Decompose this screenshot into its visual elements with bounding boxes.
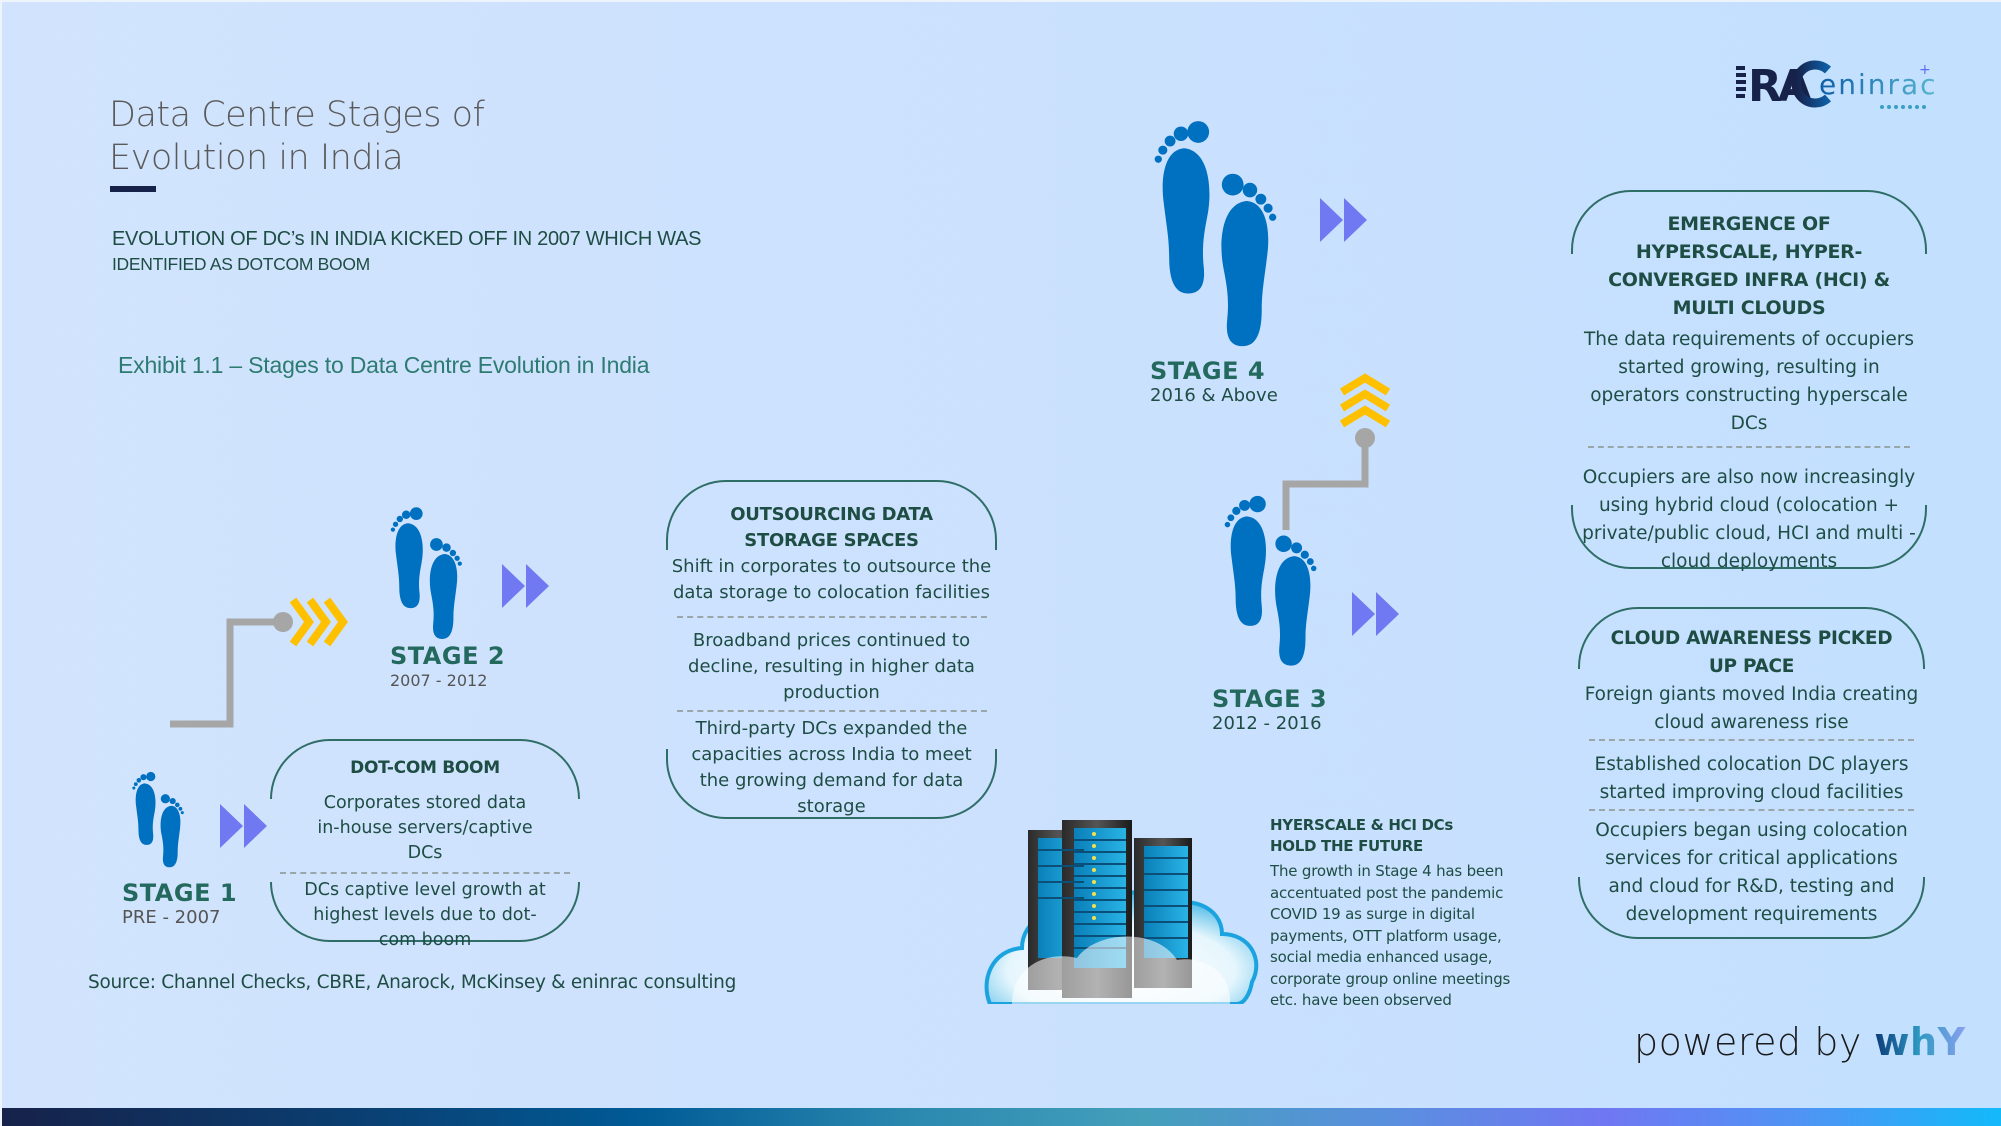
hyperscale-box: EMERGENCE OF HYPERSCALE, HYPER-CONVERGED… [1571, 190, 1927, 572]
stage-label: STAGE 3 [1212, 685, 1328, 713]
powered-by: powered by whY [1634, 1020, 1966, 1064]
box-heading: EMERGENCE OF HYPERSCALE, HYPER-CONVERGED… [1608, 213, 1890, 319]
stage-period: PRE - 2007 [122, 907, 221, 928]
svg-text:eninrac: eninrac [1819, 68, 1938, 101]
exhibit-caption: Exhibit 1.1 – Stages to Data Centre Evol… [118, 352, 650, 378]
box-point: Foreign giants moved India creating clou… [1584, 684, 1919, 733]
future-heading: HYERSCALE & HCI DCs HOLD THE FUTURE [1270, 816, 1454, 855]
fast-forward-icon [1352, 592, 1400, 636]
connector-stage3-stage4 [1272, 370, 1402, 532]
stage-3: STAGE 3 2012 - 2016 [1212, 685, 1327, 735]
subheading: EVOLUTION OF DC’s IN INDIA KICKED OFF IN… [112, 226, 752, 276]
step-line-icon [170, 597, 348, 728]
bottom-gradient-bar [2, 1108, 2001, 1126]
powered-by-text: powered by [1634, 1020, 1862, 1064]
box-point: Broadband prices continued to decline, r… [688, 630, 975, 703]
footprints-icon [380, 502, 478, 640]
fast-forward-icon [502, 564, 550, 608]
logo-mark-icon: RA eninrac + [1736, 60, 1938, 112]
outsourcing-box: OUTSOURCING DATA STORAGE SPACES Shift in… [666, 480, 997, 819]
box-point: Occupiers began using colocation service… [1595, 820, 1908, 925]
title-underline [110, 186, 156, 192]
box-point: Corporates stored data in-house servers/… [317, 793, 533, 863]
chevron-up-icon [1339, 373, 1391, 428]
box-heading: OUTSOURCING DATA STORAGE SPACES [730, 504, 933, 551]
footprints-icon [1210, 489, 1338, 667]
stage-period: 2007 - 2012 [390, 671, 488, 690]
eninrac-logo: RA eninrac + [1736, 58, 1951, 112]
fast-forward-icon [1320, 198, 1368, 242]
page-title: Data Centre Stages of Evolution in India [109, 94, 629, 180]
future-note: HYERSCALE & HCI DCs HOLD THE FUTURE The … [1270, 815, 1535, 1012]
stage-label: STAGE 2 [390, 642, 506, 670]
subheading-line-1: EVOLUTION OF DC’s IN INDIA KICKED OFF IN… [112, 228, 702, 250]
cloud-awareness-box: CLOUD AWARENESS PICKED UP PACE Foreign g… [1578, 607, 1925, 939]
stage-2: STAGE 2 2007 - 2012 [390, 642, 505, 692]
stage-label: STAGE 4 [1150, 357, 1266, 385]
title-line-2: Evolution in India [109, 138, 404, 178]
stage-period: 2016 & Above [1150, 385, 1278, 406]
server-cloud-illustration [982, 810, 1262, 1006]
source-note: Source: Channel Checks, CBRE, Anarock, M… [88, 972, 737, 993]
dotcom-boom-box: DOT-COM BOOM Corporates stored data in-h… [270, 739, 580, 950]
why-brand: whY [1874, 1020, 1966, 1064]
box-heading: DOT-COM BOOM [350, 758, 500, 778]
stage-period: 2012 - 2016 [1212, 713, 1322, 734]
box-point: Shift in corporates to outsource the dat… [671, 556, 992, 603]
box-heading: CLOUD AWARENESS PICKED UP PACE [1610, 628, 1893, 677]
box-point: The data requirements of occupiers start… [1583, 329, 1915, 434]
future-body: The growth in Stage 4 has been accentuat… [1270, 862, 1511, 1009]
box-point: Third-party DCs expanded the capacities … [691, 718, 972, 817]
box-point: Established colocation DC players starte… [1594, 754, 1909, 803]
fast-forward-icon [220, 804, 268, 848]
stage-4: STAGE 4 2016 & Above [1150, 357, 1278, 407]
stage-1: STAGE 1 PRE - 2007 [122, 879, 237, 929]
svg-text:+: + [1919, 62, 1931, 78]
step-line-icon [1282, 373, 1391, 530]
box-point: Occupiers are also now increasingly usin… [1582, 467, 1916, 572]
chevron-right-icon [289, 597, 348, 647]
stage-label: STAGE 1 [122, 879, 238, 907]
footprints-icon [1135, 112, 1305, 348]
subheading-line-2: IDENTIFIED AS DOTCOM BOOM [112, 254, 370, 274]
title-line-1: Data Centre Stages of [109, 95, 485, 135]
footprints-icon [124, 768, 196, 868]
box-point: DCs captive level growth at highest leve… [304, 880, 546, 950]
connector-stage1-stage2 [162, 592, 352, 732]
